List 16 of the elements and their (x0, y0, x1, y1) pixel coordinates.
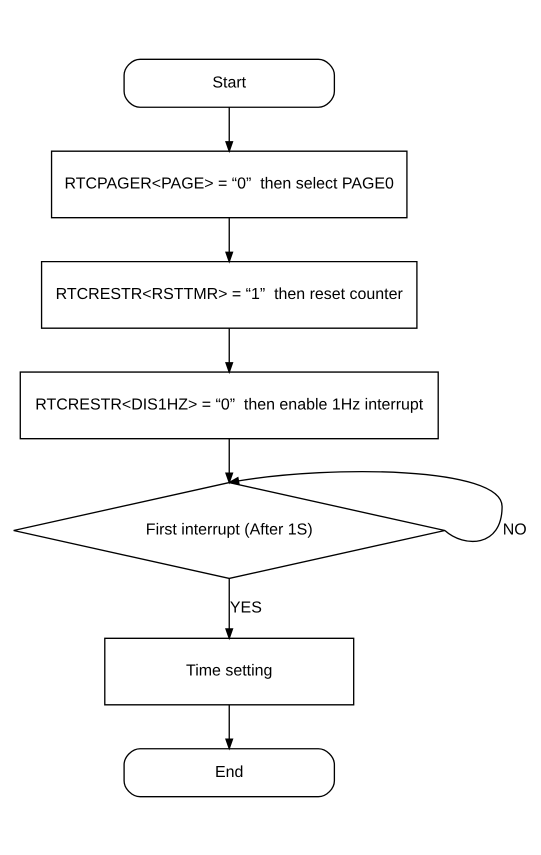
arrow (225, 218, 234, 264)
node-box: RTCPAGER<PAGE> = “0” then select PAGE0 (50, 150, 408, 218)
arrow (225, 578, 234, 640)
arrow (225, 438, 234, 484)
node-box: Time setting (104, 637, 354, 705)
node-box: RTCRESTR<RSTTMR> = “1” then reset counter (40, 260, 418, 328)
node-box: RTCRESTR<DIS1HZ> = “0” then enable 1Hz interrupt (20, 370, 439, 439)
node-box: End (123, 748, 336, 797)
edge-label: YES (230, 598, 262, 616)
edge-label: NO (502, 521, 527, 538)
arrow (225, 704, 234, 750)
node-diamond: First interrupt (After 1S) (12, 481, 446, 579)
node-box: Start (123, 58, 336, 108)
arrow (225, 106, 234, 153)
arrow (227, 470, 503, 542)
arrow (225, 328, 234, 374)
